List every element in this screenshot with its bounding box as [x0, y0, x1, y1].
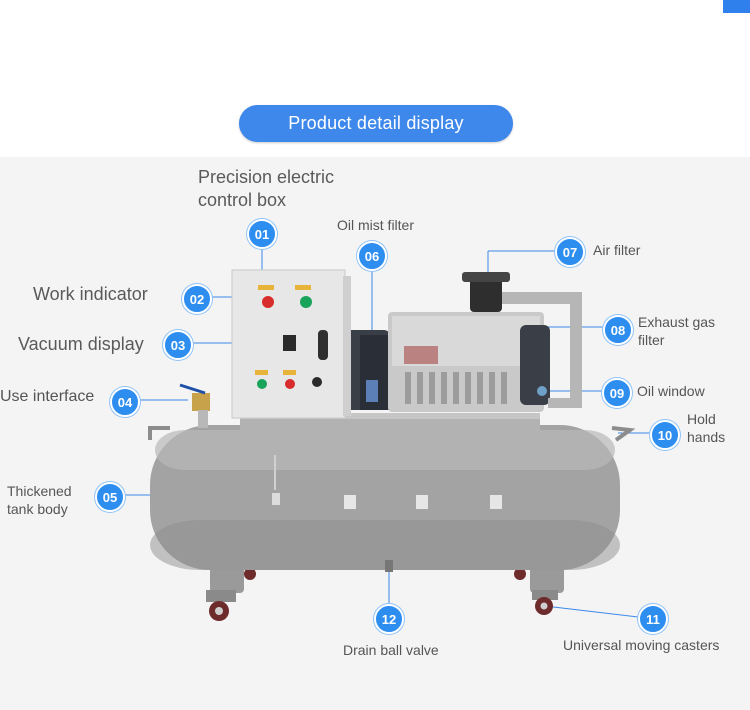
callout-label-01: Precision electric control box [198, 167, 335, 210]
callout-badge-06: 06 [357, 241, 387, 271]
callout-label-11: Universal moving casters [563, 637, 720, 653]
callout-badge-11: 11 [638, 604, 668, 634]
callout-badge-03: 03 [163, 330, 193, 360]
callout-label-04: Use interface [0, 388, 95, 405]
callout-badge-08: 08 [603, 315, 633, 345]
callout-badge-02: 02 [182, 284, 212, 314]
callout-badge-09: 09 [602, 378, 632, 408]
callout-label-12: Drain ball valve [343, 642, 439, 658]
callout-label-10: Hold hands [687, 411, 726, 445]
callout-label-06: Oil mist filter [337, 217, 414, 233]
callout-label-05: Thickened tank body [7, 483, 72, 517]
callout-label-02: Work indicator [33, 284, 148, 304]
callout-badge-05: 05 [95, 482, 125, 512]
callout-label-03: Vacuum display [18, 334, 144, 354]
callout-badge-12: 12 [374, 604, 404, 634]
page-title-pill: Product detail display [239, 105, 513, 142]
callout-badge-07: 07 [555, 237, 585, 267]
callout-badge-04: 04 [110, 387, 140, 417]
callout-badge-01: 01 [247, 219, 277, 249]
corner-accent-tab [723, 0, 750, 13]
callout-badge-10: 10 [650, 420, 680, 450]
callout-label-09: Oil window [637, 383, 705, 399]
callout-label-08: Exhaust gas filter [638, 314, 716, 348]
callout-label-07: Air filter [593, 242, 641, 258]
